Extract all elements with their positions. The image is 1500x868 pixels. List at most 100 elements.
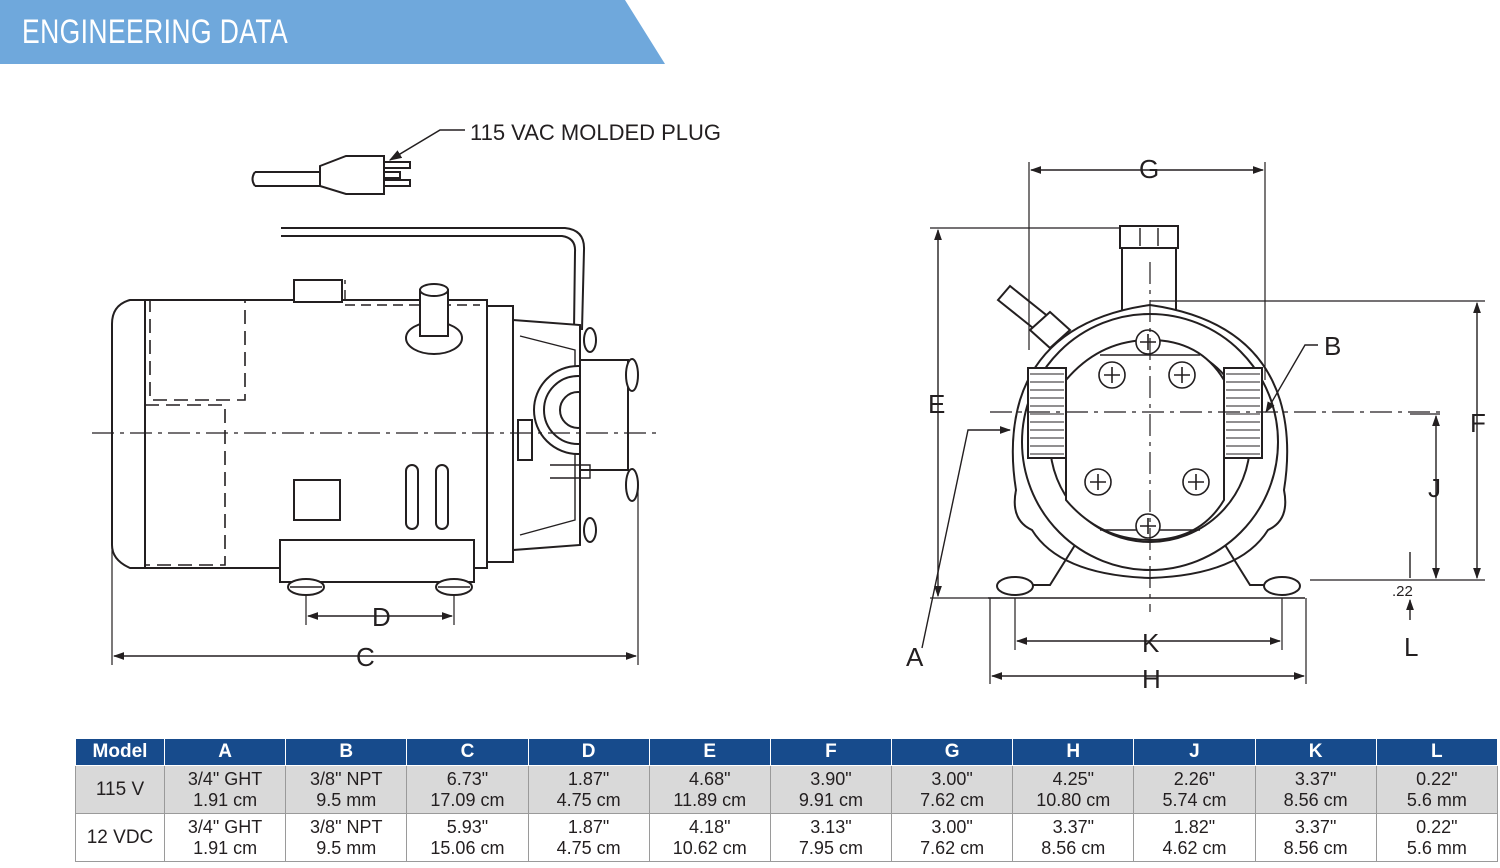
cell-metric: 9.91 cm [798,789,863,810]
table-cell: 4.18"10.62 cm [648,813,771,862]
cell-imperial: 4.25" [1052,768,1094,789]
cell-imperial: 1.87" [567,816,610,837]
cell-imperial: 1.87" [567,768,610,789]
dim-label-e: E [928,389,945,419]
dim-label-j: J [1428,473,1441,503]
cell-imperial: 4.68" [689,768,731,789]
dim-label-k: K [1142,628,1160,658]
cell-imperial: 3.00" [931,768,973,789]
table-cell: 3.00"7.62 cm [891,813,1014,862]
table-cell: 3.90"9.91 cm [769,765,893,814]
table-cell: 1.82"4.62 cm [1133,813,1256,862]
cell-metric: 5.6 mm [1406,837,1467,858]
dim-label-d: D [372,602,391,632]
table-cell: 6.73"17.09 cm [406,765,529,814]
dim-label-c: C [356,642,375,672]
cell-metric: 10.62 cm [672,837,747,858]
cell-imperial: 3/8" NPT [310,768,383,789]
table-cell: 3.13"7.95 cm [769,813,893,862]
cell-imperial: 3/8" NPT [310,816,383,837]
base-offset-label: .22 [1392,583,1413,600]
cell-imperial: 3.00" [931,816,973,837]
table-cell: 4.25"10.80 cm [1012,765,1135,814]
cell-metric: 8.56 cm [1283,789,1348,810]
table-header-row: Model A B C D E F G H J K L [75,738,1499,766]
dim-label-h: H [1142,664,1161,694]
cell-metric: 9.5 mm [316,837,377,858]
column-header: D [527,738,650,766]
column-header: E [648,738,771,766]
cell-imperial: 5.93" [446,816,489,837]
cell-imperial: 3.37" [1052,816,1094,837]
cell-imperial: 0.22" [1416,768,1458,789]
table-cell: 3.37"8.56 cm [1254,765,1377,814]
banner-shape [0,0,665,64]
column-header: Model [75,738,165,766]
end-view [921,162,1485,684]
dim-label-f: F [1470,408,1486,438]
column-header: K [1254,738,1377,766]
header-banner: ENGINEERING DATA [0,0,665,64]
engineering-drawing: 115 VAC MOLDED PLUG D C [92,120,1486,694]
plug-label: 115 VAC MOLDED PLUG [470,120,721,145]
cell-imperial: 3/4" GHT [187,768,263,789]
cell-metric: 7.95 cm [798,837,863,858]
column-header: C [406,738,529,766]
table-cell: 3.00"7.62 cm [891,765,1014,814]
dim-label-b: B [1324,331,1341,361]
cell-metric: 10.80 cm [1036,789,1111,810]
table-cell: 0.22"5.6 mm [1375,813,1499,862]
cell-imperial: 3.37" [1294,768,1337,789]
cell-imperial: 0.22" [1416,816,1458,837]
cell-metric: 15.06 cm [430,837,505,858]
cell-metric: 1.91 cm [193,837,258,858]
model-cell: 12 VDC [75,813,165,862]
cell-imperial: 3.13" [810,816,852,837]
column-header: H [1012,738,1135,766]
dim-label-l: L [1404,632,1418,662]
column-header: L [1375,738,1499,766]
cell-imperial: 3/4" GHT [187,816,263,837]
table-cell: 2.26"5.74 cm [1133,765,1256,814]
cell-imperial: 4.18" [689,816,731,837]
table-cell: 5.93"15.06 cm [406,813,529,862]
cell-metric: 17.09 cm [430,789,505,810]
column-header: B [285,738,408,766]
cell-metric: 5.74 cm [1162,789,1227,810]
cell-imperial: 2.26" [1173,768,1216,789]
cell-metric: 8.56 cm [1283,837,1348,858]
column-header: J [1133,738,1256,766]
column-header: G [891,738,1014,766]
cell-metric: 7.62 cm [920,789,985,810]
cell-metric: 7.62 cm [920,837,985,858]
engineering-data-table: Model A B C D E F G H J K L 115 V 3/4" G… [75,738,1499,862]
cell-imperial: 3.37" [1294,816,1337,837]
cell-metric: 4.62 cm [1162,837,1227,858]
cell-imperial: 6.73" [446,768,489,789]
cell-metric: 4.75 cm [556,837,621,858]
model-cell: 115 V [75,765,165,814]
page-title: ENGINEERING DATA [22,13,289,51]
column-header: F [769,738,893,766]
cell-metric: 9.5 mm [316,789,377,810]
molded-plug [251,155,411,195]
table-cell: 4.68"11.89 cm [648,765,771,814]
dim-label-g: G [1139,154,1159,184]
cell-metric: 5.6 mm [1406,789,1467,810]
table-cell: 3.37"8.56 cm [1012,813,1135,862]
cell-metric: 4.75 cm [556,789,621,810]
table-cell: 1.87"4.75 cm [527,813,650,862]
cell-imperial: 3.90" [810,768,852,789]
cell-metric: 11.89 cm [673,789,747,810]
side-view [92,129,662,665]
dim-label-a: A [906,642,924,672]
cell-metric: 8.56 cm [1041,837,1106,858]
cell-imperial: 1.82" [1173,816,1216,837]
table-cell: 0.22"5.6 mm [1375,765,1499,814]
